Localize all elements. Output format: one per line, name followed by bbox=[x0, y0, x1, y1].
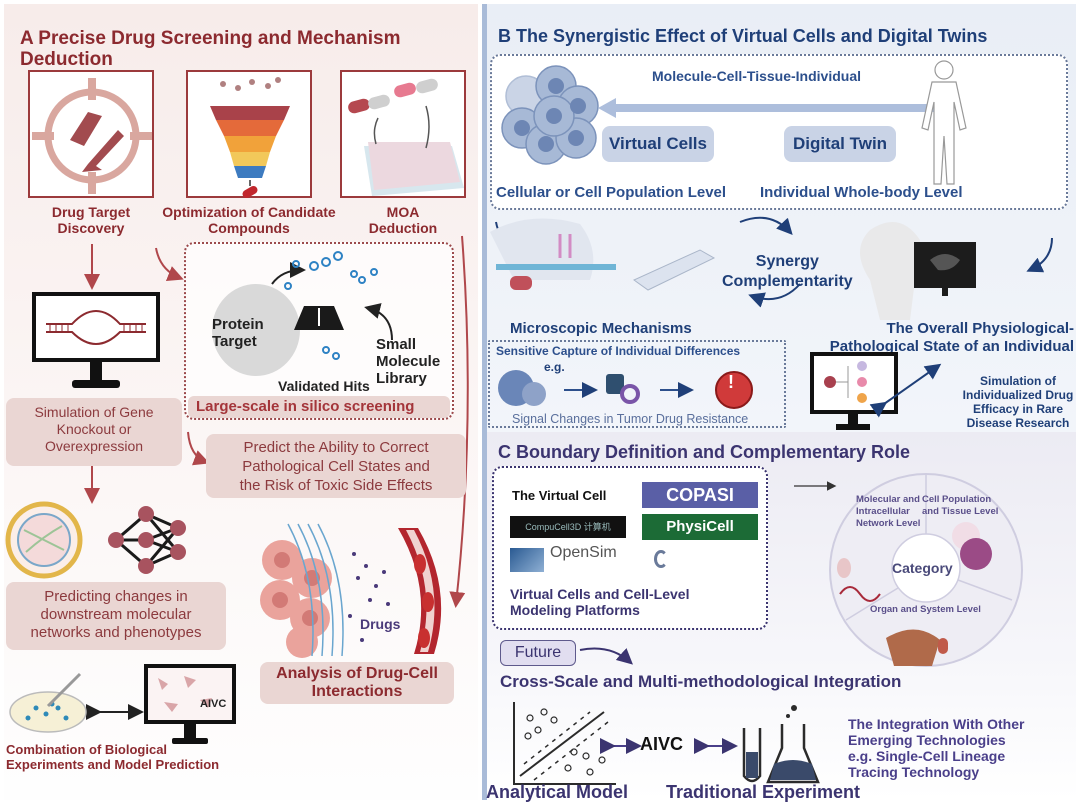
human-head-icon bbox=[860, 222, 920, 320]
cell-population-level-label: Cell Population and Tissue Level bbox=[922, 494, 999, 517]
eg-label: e.g. bbox=[544, 360, 565, 374]
aivc-monitor-icon bbox=[144, 664, 236, 744]
synergy-illustration bbox=[490, 216, 1053, 320]
capture-title: Sensitive Capture of Individual Differen… bbox=[496, 344, 741, 358]
drug-target-label: Drug Target Discovery bbox=[51, 204, 131, 236]
dna-icon bbox=[839, 586, 881, 602]
protein-target-label: Protein Target bbox=[212, 316, 264, 350]
combination-label: Combination of Biological Experiments an… bbox=[6, 742, 220, 772]
microscopic-mechanisms-label: Microscopic Mechanisms bbox=[510, 320, 692, 337]
double-arrow-icon bbox=[869, 363, 942, 418]
moa-label: MOA Deduction bbox=[368, 204, 438, 236]
moa-box bbox=[340, 70, 466, 198]
screening-illustration bbox=[212, 251, 393, 376]
integration-label: Cross-Scale and Multi-methodological Int… bbox=[500, 672, 902, 691]
validated-hits-label: Validated Hits bbox=[278, 378, 370, 394]
human-body-icon bbox=[921, 60, 967, 185]
alert-glyph: ! bbox=[728, 372, 734, 392]
aivc-label: AIVC bbox=[640, 734, 684, 754]
digital-twin-pill: Digital Twin bbox=[784, 126, 896, 162]
aivc-double-arrows bbox=[600, 738, 738, 754]
alert-icon bbox=[715, 371, 753, 409]
panel-a-title: A Precise Drug Screening and Mechanism D… bbox=[20, 28, 401, 70]
future-arrow bbox=[579, 647, 633, 665]
crispr-icon bbox=[490, 218, 594, 280]
category-center-label: Category bbox=[892, 560, 953, 576]
molecules-icon bbox=[284, 251, 378, 360]
optimization-label: Optimization of Candidate Compounds bbox=[162, 204, 336, 236]
virtual-cells-pill: Virtual Cells bbox=[602, 126, 714, 162]
signal-changes-label: Signal Changes in Tumor Drug Resistance bbox=[512, 412, 749, 426]
resistance-flow bbox=[498, 370, 753, 409]
petri-dish-icon bbox=[9, 672, 87, 733]
scale-label: Molecule-Cell-Tissue-Individual bbox=[652, 68, 862, 84]
synergy-label: Synergy Complementarity bbox=[722, 253, 853, 290]
panel-a-arrows bbox=[84, 235, 469, 720]
chaste-logo-icon bbox=[654, 550, 668, 568]
traditional-experiment-label: Traditional Experiment bbox=[666, 782, 861, 802]
overall-state-label: The Overall Physiological- Pathological … bbox=[829, 320, 1074, 355]
cell-cluster-icon bbox=[501, 65, 599, 165]
screening-caption: Large-scale in silico screening bbox=[188, 396, 450, 418]
screening-box: Protein Target Small Molecule Library Va… bbox=[184, 242, 454, 420]
gear-icon bbox=[620, 384, 640, 404]
liver-icon bbox=[886, 629, 940, 666]
funnel-icon bbox=[210, 77, 290, 198]
protein-target-icon bbox=[212, 284, 300, 376]
virtual-cell-logo: The Virtual Cell bbox=[512, 488, 607, 503]
organ-chip-icon bbox=[633, 249, 716, 291]
computer-dna-icon bbox=[32, 292, 160, 388]
category-wheel bbox=[829, 473, 1023, 667]
physicell-logo: PhysiCell bbox=[642, 514, 758, 540]
simulation-label: Simulation of Individualized Drug Effica… bbox=[962, 374, 1074, 430]
panel-b-title: B The Synergistic Effect of Virtual Cell… bbox=[498, 26, 988, 46]
cell-level-label: Cellular or Cell Population Level bbox=[496, 184, 727, 201]
platforms-caption: Virtual Cells and Cell-Level Modeling Pl… bbox=[510, 586, 690, 618]
opensim-logo-icon bbox=[510, 548, 544, 572]
small-molecule-library-label: Small Molecule Library bbox=[376, 336, 441, 387]
scale-double-arrow bbox=[598, 98, 954, 118]
drugs-label: Drugs bbox=[360, 616, 401, 632]
panel-divider bbox=[482, 4, 487, 800]
future-tag: Future bbox=[500, 640, 576, 666]
molecular-level-label: Molecular and Intracellular Network Leve… bbox=[856, 494, 921, 529]
lab-glassware-icon bbox=[742, 705, 820, 784]
drug-particles-icon bbox=[348, 552, 390, 642]
well-plate-icon bbox=[348, 78, 464, 196]
gene-simulation-box: Simulation of Gene Knockout or Overexpre… bbox=[6, 398, 182, 466]
analytical-model-label: Analytical Model bbox=[486, 782, 629, 802]
aivc-monitor-label: AIVC bbox=[200, 698, 227, 710]
network-illustration bbox=[5, 501, 186, 579]
body-level-label: Individual Whole-body Level bbox=[760, 184, 963, 201]
drug-cell-illustration bbox=[260, 523, 442, 658]
compucell-logo: CompuCell3D 计算机 bbox=[510, 516, 626, 538]
drug-target-icon bbox=[32, 78, 152, 194]
database-icon bbox=[606, 374, 624, 394]
platforms-box: The Virtual Cell COPASI CompuCell3D 计算机 … bbox=[492, 466, 768, 630]
organ-level-label: Organ and System Level bbox=[870, 604, 981, 615]
predicting-changes-box: Predicting changes in downstream molecul… bbox=[6, 582, 226, 650]
extracellular-matrix-icon bbox=[287, 523, 344, 657]
capture-box: Sensitive Capture of Individual Differen… bbox=[488, 340, 786, 428]
opensim-logo: OpenSim bbox=[550, 544, 617, 561]
drug-target-box bbox=[28, 70, 154, 198]
predict-ability-box: Predict the Ability to Correct Pathologi… bbox=[206, 434, 466, 498]
scatter-plot-icon bbox=[513, 702, 616, 785]
copasi-logo: COPASI bbox=[642, 482, 758, 508]
funnel-box bbox=[186, 70, 312, 198]
drug-cell-interactions-box: Analysis of Drug-Cell Interactions bbox=[260, 662, 454, 704]
emerging-tech-label: The Integration With Other Emerging Tech… bbox=[848, 716, 1025, 780]
panel-c-title: C Boundary Definition and Complementary … bbox=[498, 442, 911, 462]
category-arrow bbox=[794, 481, 837, 491]
